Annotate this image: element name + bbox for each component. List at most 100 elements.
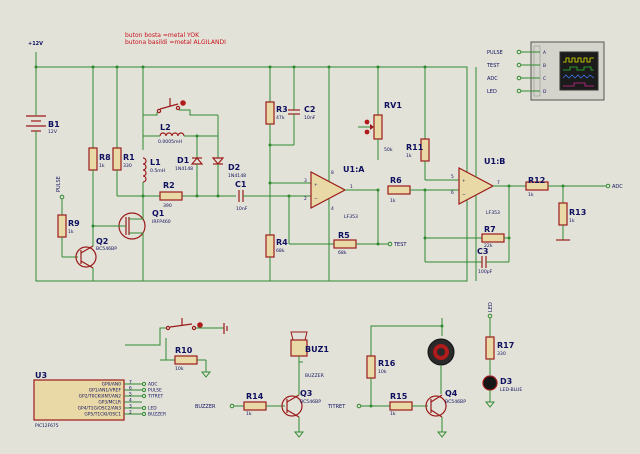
r8-ref: R8 xyxy=(99,153,111,162)
note-line-1: buton bosta =metal YOK xyxy=(125,32,200,39)
u1b-plus: + xyxy=(462,178,466,184)
scope-channel-pulse: PULSE xyxy=(487,50,503,56)
r3-value: 47k xyxy=(276,115,285,121)
d2-ref: D2 xyxy=(228,163,240,172)
c3-value: 100pF xyxy=(478,269,493,275)
r14-value: 1k xyxy=(246,411,252,417)
u3-pin-name: GP3/MCLR xyxy=(98,400,121,406)
r4-value: 68k xyxy=(276,248,285,254)
u1b-minus: − xyxy=(462,193,466,198)
buzzer-net-label: BUZZER xyxy=(195,404,216,410)
b1-ref: B1 xyxy=(48,120,60,129)
rv1-value: 50k xyxy=(384,147,393,153)
titret-net-label: TITRET xyxy=(327,404,346,410)
u1a-pin3: 3 xyxy=(304,178,307,184)
r1-value: 330 xyxy=(123,163,132,169)
u3-pin-name: GP1/AN1/VREF xyxy=(89,388,122,394)
d2-value: 1N4148 xyxy=(228,173,246,179)
r16-ref: R16 xyxy=(378,359,396,368)
r10-ref: R10 xyxy=(175,346,193,355)
r13-value: 1k xyxy=(569,218,575,224)
resistor-r11: R11 1k xyxy=(406,65,459,181)
r2-ref: R2 xyxy=(163,181,175,190)
r17-ref: R17 xyxy=(497,341,514,350)
u3-pin-number: 3 xyxy=(129,404,132,410)
scope-letter-a: A xyxy=(543,50,546,56)
coil-section: L2 0.0005mH L1 0.5mH D1 1N4148 D2 1N4148 xyxy=(141,67,246,198)
u1a-minus: − xyxy=(314,197,318,202)
r14-ref: R14 xyxy=(246,392,264,401)
d3-ref: D3 xyxy=(500,377,512,386)
c1-ref: C1 xyxy=(235,180,247,189)
resistor-r4: R4 68k xyxy=(265,181,311,281)
r7-ref: R7 xyxy=(484,225,496,234)
opamp-u1a: + − 3 2 1 8 4 U1:A LF353 xyxy=(304,67,378,281)
u3-pin-name: GP2/T0CKI/INT/AN2 xyxy=(79,394,122,400)
scope-terminal-2 xyxy=(516,75,522,81)
u3-pin-number: 4 xyxy=(129,398,132,404)
adc-label: ADC xyxy=(612,184,623,190)
u3-pin-net: BUZZER xyxy=(148,412,166,418)
b1-value: 12V xyxy=(48,129,58,135)
c2-ref: C2 xyxy=(304,105,315,114)
scope-channel-led: LED xyxy=(487,89,497,95)
q3-value: BC546BP xyxy=(300,399,321,405)
u3-pin-terminal xyxy=(141,387,147,393)
q1-ref: Q1 xyxy=(152,209,165,218)
l2-ref: L2 xyxy=(160,123,171,132)
q4-value: BC546BP xyxy=(445,399,466,405)
d3-value: LED-BLUE xyxy=(500,387,522,393)
r5-value: 68k xyxy=(338,250,347,256)
u3-pin-net: TITRET xyxy=(147,394,163,400)
rv1-knob2-icon xyxy=(364,129,370,135)
r15-value: 1k xyxy=(390,411,396,417)
rv1-ref: RV1 xyxy=(384,101,402,110)
resistor-r6: R6 1k xyxy=(387,176,459,204)
r10-value: 10k xyxy=(175,366,184,372)
capacitor-c3: C3 100pF xyxy=(425,247,509,275)
resistor-r7: R7 22k xyxy=(423,186,511,262)
detect-button-section: R10 10k xyxy=(125,318,228,378)
u1b-value: LF353 xyxy=(486,210,500,216)
u3-pin-name: GP4/T1G/OSC2/AN3 xyxy=(78,406,122,412)
r12-value: 1k xyxy=(528,192,534,198)
r5-ref: R5 xyxy=(338,231,350,240)
scope-terminal-0 xyxy=(516,49,522,55)
scope-terminal-1 xyxy=(516,62,522,68)
l2-value: 0.0005mH xyxy=(158,139,182,145)
q3-ref: Q3 xyxy=(300,389,312,398)
u3-pin-number: 2 xyxy=(129,410,132,416)
led-section: LED R17 330 D3 LED-BLUE xyxy=(482,302,522,408)
scope-letter-c: C xyxy=(543,76,546,82)
d1-ref: D1 xyxy=(177,156,190,165)
l1-value: 0.5mH xyxy=(150,168,165,174)
u1a-plus: + xyxy=(314,182,318,188)
u1a-value: LF353 xyxy=(344,214,358,220)
u3-pin-net: LED xyxy=(148,406,157,412)
u1b-pin6: 6 xyxy=(451,190,454,196)
capacitor-c1: C1 10nF xyxy=(235,180,311,212)
q2-ref: Q2 xyxy=(96,237,108,246)
potentiometer-rv1: RV1 50k xyxy=(358,67,402,160)
r6-value: 1k xyxy=(390,198,396,204)
c2-value: 10nF xyxy=(304,115,316,121)
resistor-r8: R8 1k xyxy=(88,67,111,240)
r11-value: 1k xyxy=(406,153,412,159)
q2-value: BC546BP xyxy=(96,246,117,252)
u3-pin-name: GP5/T1CKI/OSC1 xyxy=(84,412,121,418)
r16-value: 10k xyxy=(378,369,387,375)
resistor-r1: R1 330 xyxy=(112,67,160,197)
u1b-ref: U1:B xyxy=(484,157,505,166)
note-line-2: butona basildi =metal ALGILANDI xyxy=(125,39,226,46)
led-blue-icon xyxy=(482,375,498,391)
u1b-pin5: 5 xyxy=(451,174,454,180)
scope-channel-test: TEST xyxy=(486,63,500,69)
r9-value: 1k xyxy=(68,229,74,235)
r13-ref: R13 xyxy=(569,208,586,217)
supply-label: +12V xyxy=(28,41,43,47)
test-label: TEST xyxy=(393,242,407,248)
u1a-pin8: 8 xyxy=(331,170,334,176)
